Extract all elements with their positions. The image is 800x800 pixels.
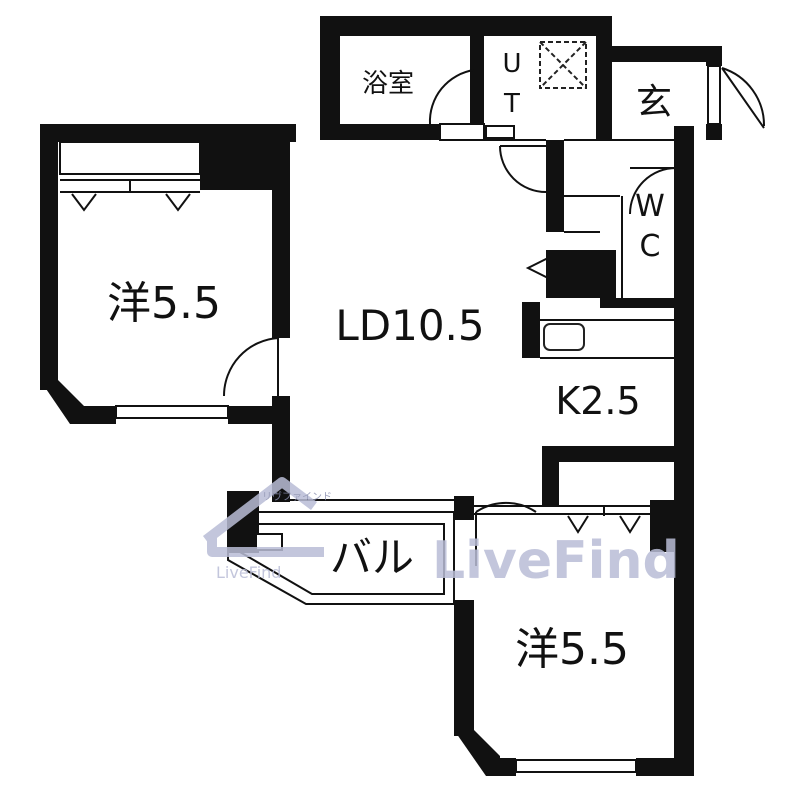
label-entrance: 玄 [636,82,672,123]
watermark-brand: LiveFind [432,531,680,591]
wall-bath-left [320,16,340,124]
door-swing-icon [475,501,537,566]
door-swings [222,67,766,566]
watermark-brand-small: LiveFind [216,563,281,582]
wall-wc-left-lower [546,250,616,298]
label-west-room: 洋5.5 [107,278,221,329]
label-kitchen: K2.5 [555,379,640,423]
watermark: リヴファインド LiveFind LiveFind [202,477,680,591]
wall-entrance-right-lower [706,124,722,140]
door-swing-icon [525,257,549,279]
wall-west-bottom-left [70,406,116,424]
windows [115,65,721,773]
door-swing-icon [721,67,766,129]
watermark-tagline: リヴファインド [262,490,332,503]
label-south-room: 洋5.5 [515,624,629,675]
wall-west-right [272,142,290,338]
wall-wc-bottom [600,298,680,308]
label-ld: LD10.5 [335,301,484,350]
window-south [515,759,637,773]
label-balcony: バル [330,533,414,582]
wall-west-left [40,124,58,390]
wall-ld-left [272,396,290,502]
door-swing-icon [499,145,547,193]
balcony [227,491,455,605]
wall-south-left-top [454,496,474,520]
wall-wc-right [674,126,694,766]
window-entrance [707,65,721,125]
wall-south-stub-left [542,446,558,506]
label-bath: 浴室 [362,69,414,99]
wall-bath-top [320,16,610,36]
wall-bath-bottom [320,124,440,140]
walls [40,16,722,776]
washing-machine-icon [539,41,587,89]
house-logo-icon [202,477,324,557]
wall-south-bottom-left [486,758,516,776]
closet-west [59,141,201,212]
wall-west-closet-end [200,142,272,190]
wall-south-closet-end [650,500,680,552]
wall-entrance-top [596,46,720,62]
closet-south [567,506,641,534]
door-swing-icon [222,337,279,397]
wall-west-top [40,124,296,142]
wall-bath-ut-divider [470,36,484,124]
wall-wc-core [546,140,564,232]
wall-entrance-right [706,46,722,66]
wall-south-bottom-right [636,758,694,776]
door-swing-icon [428,69,475,125]
wall-kitchen-stub [522,302,540,358]
wall-south-top-stub [542,446,680,462]
window-west [115,405,229,419]
door-swing-icon [629,167,677,215]
wall-ut-right [596,16,612,140]
kitchen-sink-icon [543,323,585,351]
wall-south-left [454,600,474,736]
